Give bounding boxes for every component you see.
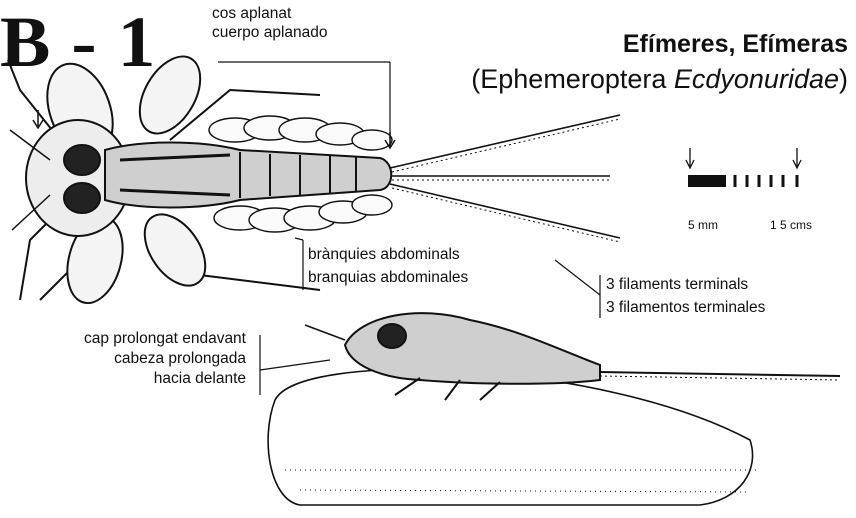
flat-body-label-es: cuerpo aplanado — [212, 23, 328, 42]
head-label-es-2: hacia delante — [84, 369, 246, 389]
sci-family: Ecdyonuridae — [674, 64, 839, 94]
scale-bar — [686, 148, 801, 187]
common-name-title: Efímeres, Efímeras — [623, 30, 848, 59]
head-label-ca: cap prolongat endavant — [84, 329, 246, 349]
filaments-label-es: 3 filamentos terminales — [606, 298, 765, 317]
plate-number: B - 1 — [0, 6, 156, 78]
gills-label: brànquies abdominals branquias abdominal… — [308, 245, 468, 287]
filaments-label-ca: 3 filaments terminals — [606, 275, 765, 294]
filaments-label: 3 filaments terminals 3 filamentos termi… — [606, 275, 765, 317]
flat-body-label: cos aplanat cuerpo aplanado — [212, 4, 328, 42]
gills-label-es: branquias abdominales — [308, 268, 468, 287]
scale-label-5mm: 5 mm — [688, 218, 718, 232]
sci-prefix: (Ephemeroptera — [471, 64, 674, 94]
head-label: cap prolongat endavant cabeza prolongada… — [84, 329, 246, 389]
sci-suffix: ) — [839, 64, 848, 94]
head-label-es-1: cabeza prolongada — [84, 349, 246, 369]
gills-label-ca: brànquies abdominals — [308, 245, 468, 264]
flat-body-label-ca: cos aplanat — [212, 4, 328, 23]
lateral-view-nymph — [268, 313, 840, 505]
scale-label-15cms: 1 5 cms — [770, 218, 812, 232]
scientific-name: (Ephemeroptera Ecdyonuridae) — [471, 64, 848, 95]
